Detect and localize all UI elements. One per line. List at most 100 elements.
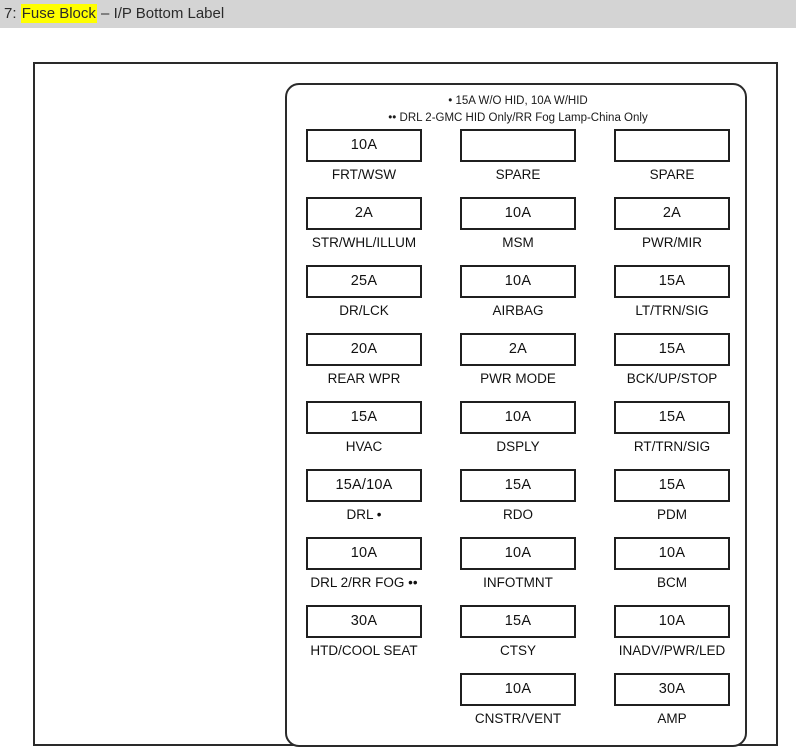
fuse-label: RT/TRN/SIG: [633, 439, 711, 454]
fuse-label: HTD/COOL SEAT: [310, 643, 418, 658]
fuse-label: AMP: [657, 711, 687, 726]
fuse-amperage: 15A/10A: [335, 477, 393, 494]
fuse-cell: 15A LT/TRN/SIG: [595, 265, 749, 333]
fuse-label: DR/LCK: [339, 303, 389, 318]
fuse-box-spare[interactable]: [614, 129, 730, 162]
fuse-amperage: 15A: [504, 613, 532, 630]
fuse-label: PDM: [657, 507, 687, 522]
fuse-column-1: 10A FRT/WSW 2A STR/WHL/ILLUM 25A DR/LCK 20A REA…: [287, 129, 441, 673]
fuse-label: DRL 2/RR FOG ••: [310, 575, 418, 590]
fuse-cell: 2A PWR/MIR: [595, 197, 749, 265]
fuse-box[interactable]: 10A: [460, 197, 576, 230]
fuse-label: CNSTR/VENT: [474, 711, 562, 726]
fuse-label: MSM: [502, 235, 534, 250]
fuse-amperage: 15A: [658, 273, 686, 290]
fuse-cell: 20A REAR WPR: [287, 333, 441, 401]
fuse-box[interactable]: 10A: [614, 537, 730, 570]
fuse-box[interactable]: 10A: [614, 605, 730, 638]
fuse-amperage: 25A: [350, 273, 378, 290]
fuse-cell: 30A AMP: [595, 673, 749, 741]
fuse-cell: 15A PDM: [595, 469, 749, 537]
fuse-box[interactable]: 15A: [614, 401, 730, 434]
fuse-box[interactable]: 10A: [460, 401, 576, 434]
fuse-amperage: 10A: [658, 613, 686, 630]
fuse-box[interactable]: 15A: [614, 469, 730, 502]
fuse-box[interactable]: 15A: [306, 401, 422, 434]
fuse-box[interactable]: 10A: [460, 673, 576, 706]
fuse-amperage: 15A: [658, 409, 686, 426]
fuse-amperage: 10A: [504, 273, 532, 290]
fuse-amperage: 2A: [662, 205, 682, 222]
fuse-amperage: 30A: [658, 681, 686, 698]
fuse-box-spare[interactable]: [460, 129, 576, 162]
fuse-label: STR/WHL/ILLUM: [311, 235, 417, 250]
fuse-box[interactable]: 10A: [306, 537, 422, 570]
fuse-label: DRL •: [346, 507, 382, 522]
fuse-grid: 10A FRT/WSW 2A STR/WHL/ILLUM 25A DR/LCK 20A REA…: [287, 129, 749, 745]
fuse-box[interactable]: 30A: [614, 673, 730, 706]
fuse-box[interactable]: 15A: [614, 265, 730, 298]
fuse-amperage: 10A: [350, 137, 378, 154]
fuse-box[interactable]: 2A: [460, 333, 576, 366]
fuse-box[interactable]: 15A: [460, 605, 576, 638]
fuse-cell: 30A HTD/COOL SEAT: [287, 605, 441, 673]
fuse-cell: 10A INADV/PWR/LED: [595, 605, 749, 673]
fuse-amperage: 10A: [504, 409, 532, 426]
fuse-cell: SPARE: [595, 129, 749, 197]
panel-notes: • 15A W/O HID, 10A W/HID •• DRL 2-GMC HI…: [287, 93, 749, 127]
fuse-amperage: 20A: [350, 341, 378, 358]
fuse-box[interactable]: 15A: [460, 469, 576, 502]
fuse-cell: 15A BCK/UP/STOP: [595, 333, 749, 401]
fuse-label: AIRBAG: [492, 303, 544, 318]
fuse-amperage: 15A: [658, 341, 686, 358]
fuse-amperage: 10A: [504, 681, 532, 698]
fuse-amperage: 15A: [504, 477, 532, 494]
fuse-cell: 10A MSM: [441, 197, 595, 265]
fuse-box[interactable]: 2A: [614, 197, 730, 230]
fuse-cell: SPARE: [441, 129, 595, 197]
fuse-block-panel: • 15A W/O HID, 10A W/HID •• DRL 2-GMC HI…: [285, 83, 747, 747]
fuse-cell: 10A AIRBAG: [441, 265, 595, 333]
fuse-label: BCK/UP/STOP: [626, 371, 718, 386]
fuse-column-3: SPARE 2A PWR/MIR 15A LT/TRN/SIG 15A BCK/UP/STO…: [595, 129, 749, 741]
fuse-amperage: 10A: [504, 545, 532, 562]
fuse-label: INADV/PWR/LED: [618, 643, 726, 658]
fuse-cell: 15A/10A DRL •: [287, 469, 441, 537]
header-bar: 7: Fuse Block – I/P Bottom Label: [0, 0, 796, 28]
fuse-label: PWR MODE: [480, 371, 556, 386]
fuse-label: SPARE: [649, 167, 695, 182]
fuse-cell: 10A CNSTR/VENT: [441, 673, 595, 741]
fuse-cell: 2A PWR MODE: [441, 333, 595, 401]
fuse-box[interactable]: 15A/10A: [306, 469, 422, 502]
fuse-label: RDO: [503, 507, 533, 522]
fuse-cell: 15A RT/TRN/SIG: [595, 401, 749, 469]
fuse-amperage: 30A: [350, 613, 378, 630]
fuse-box[interactable]: 25A: [306, 265, 422, 298]
fuse-box[interactable]: 30A: [306, 605, 422, 638]
note-line-2: •• DRL 2-GMC HID Only/RR Fog Lamp-China …: [388, 112, 648, 124]
fuse-box[interactable]: 2A: [306, 197, 422, 230]
fuse-label: REAR WPR: [327, 371, 401, 386]
fuse-label: BCM: [657, 575, 687, 590]
page-title-prefix: 7:: [4, 5, 21, 22]
fuse-label: LT/TRN/SIG: [635, 303, 709, 318]
fuse-cell: 15A RDO: [441, 469, 595, 537]
fuse-box[interactable]: 10A: [306, 129, 422, 162]
fuse-box[interactable]: 15A: [614, 333, 730, 366]
fuse-amperage: 15A: [350, 409, 378, 426]
fuse-label: FRT/WSW: [331, 167, 397, 182]
fuse-box[interactable]: 20A: [306, 333, 422, 366]
fuse-box[interactable]: 10A: [460, 537, 576, 570]
page-title: 7: Fuse Block – I/P Bottom Label: [4, 4, 224, 24]
fuse-label: PWR/MIR: [642, 235, 702, 250]
fuse-box[interactable]: 10A: [460, 265, 576, 298]
fuse-cell: 25A DR/LCK: [287, 265, 441, 333]
note-line-1: • 15A W/O HID, 10A W/HID: [448, 95, 588, 107]
fuse-cell: 2A STR/WHL/ILLUM: [287, 197, 441, 265]
